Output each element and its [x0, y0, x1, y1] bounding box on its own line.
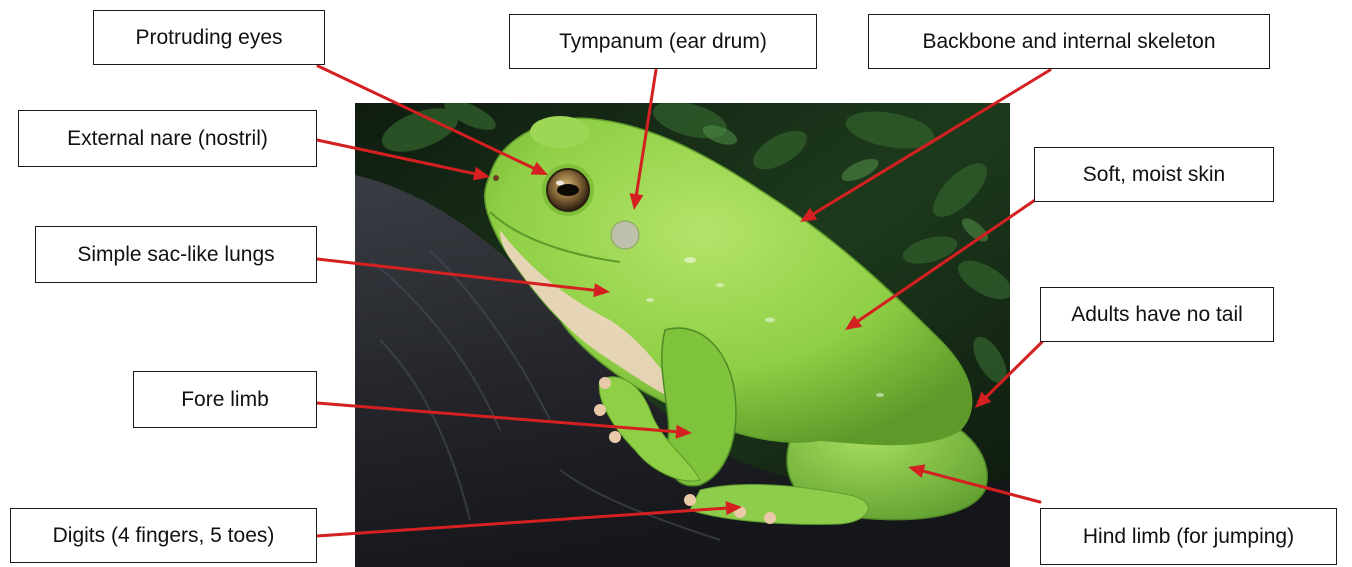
nostril: [493, 175, 499, 181]
head-bump: [530, 116, 590, 148]
label-digits: Digits (4 fingers, 5 toes): [10, 508, 317, 563]
label-hind-limb: Hind limb (for jumping): [1040, 508, 1337, 565]
eye-highlight: [556, 181, 564, 186]
label-backbone: Backbone and internal skeleton: [868, 14, 1270, 69]
label-tympanum: Tympanum (ear drum): [509, 14, 817, 69]
frog-photo: [355, 94, 1018, 567]
label-simple-lungs: Simple sac-like lungs: [35, 226, 317, 283]
label-no-tail: Adults have no tail: [1040, 287, 1274, 342]
label-protruding-eyes: Protruding eyes: [93, 10, 325, 65]
label-external-nare: External nare (nostril): [18, 110, 317, 167]
label-soft-moist-skin: Soft, moist skin: [1034, 147, 1274, 202]
eye-pupil: [557, 184, 579, 196]
tympanum: [611, 221, 639, 249]
label-fore-limb: Fore limb: [133, 371, 317, 428]
